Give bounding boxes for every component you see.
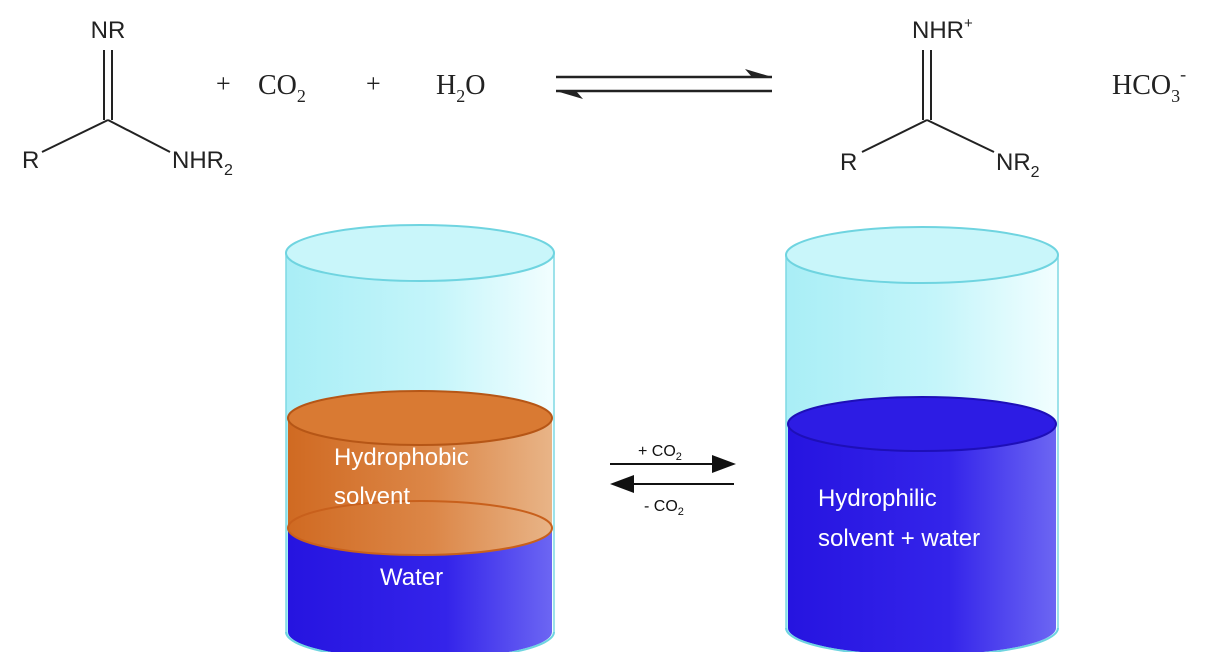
co2-switch: + CO2 - CO2 xyxy=(610,443,736,518)
add-co2-label: + CO2 xyxy=(638,443,682,463)
equilibrium-arrows-icon xyxy=(556,69,772,99)
hydrophobic-label-line2: solvent xyxy=(334,483,410,510)
water-label: Water xyxy=(380,564,443,591)
reaction-equation: NR R NHR2 + CO2 + H2O NHR+ R NR2 HCO3- xyxy=(22,15,1186,181)
bicarbonate-formula: HCO3- xyxy=(1112,64,1186,106)
left-beaker-rim xyxy=(285,224,555,282)
reactant-amidine: NR R NHR2 xyxy=(22,17,233,179)
right-beaker-rim xyxy=(785,226,1059,284)
left-water-layer xyxy=(288,528,552,652)
hydrophilic-label-line2: solvent + water xyxy=(818,525,980,552)
left-organic-layer xyxy=(288,418,552,555)
left-organic-surface xyxy=(287,390,553,446)
reverse-arrow-icon xyxy=(610,475,634,493)
plus-sign-2: + xyxy=(366,69,381,98)
product-r-label: R xyxy=(840,149,857,176)
plus-sign-1: + xyxy=(216,69,231,98)
remove-co2-label: - CO2 xyxy=(644,498,684,518)
product-amidinium: NHR+ R NR2 xyxy=(840,15,1040,181)
right-beaker: Hydrophilic solvent + water xyxy=(785,226,1059,652)
product-nhr-label: NHR+ xyxy=(912,15,973,44)
forward-arrow-icon xyxy=(712,455,736,473)
product-nr2-label: NR2 xyxy=(996,149,1040,181)
right-single-phase xyxy=(788,424,1056,652)
hydrophilic-label-line1: Hydrophilic xyxy=(818,485,937,512)
reactant-r-label: R xyxy=(22,147,39,174)
reactant-nr-label: NR xyxy=(91,17,126,44)
co2-formula: CO2 xyxy=(258,70,306,106)
left-beaker: Hydrophobic solvent Water xyxy=(285,224,555,652)
h2o-formula: H2O xyxy=(436,70,485,106)
hydrophobic-label-line1: Hydrophobic xyxy=(334,444,469,471)
reactant-nhr2-label: NHR2 xyxy=(172,147,233,179)
right-liquid-surface xyxy=(787,396,1057,452)
